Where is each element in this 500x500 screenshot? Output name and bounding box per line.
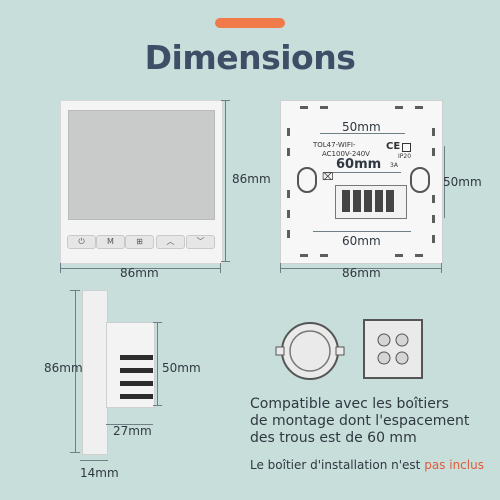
wheelie-bin-icon: ⌧ xyxy=(322,172,334,183)
box-height-line xyxy=(157,322,158,406)
compatibility-description: Compatible avec les boîtiers de montage … xyxy=(250,396,470,446)
dim-tick xyxy=(220,263,221,273)
thermostat-back xyxy=(280,100,443,264)
ip-rating: IP20 xyxy=(398,153,412,160)
front-height-line xyxy=(225,100,226,262)
back-inner-bottom-label: 60mm xyxy=(342,234,381,248)
model-text: TOL47-WIFI- xyxy=(313,141,356,149)
current-text: 3A xyxy=(390,162,398,169)
box-height-label: 50mm xyxy=(162,361,201,375)
back-top-line xyxy=(320,133,405,134)
down-button[interactable]: ﹀ xyxy=(186,235,215,249)
note-highlight: pas inclus xyxy=(424,458,484,472)
wiring-box xyxy=(106,322,155,408)
mount-slot-left xyxy=(297,167,317,193)
back-width-label: 86mm xyxy=(342,266,381,280)
ce-mark: CE xyxy=(386,141,401,152)
front-width-label: 86mm xyxy=(120,266,159,280)
round-mounting-box-icon xyxy=(275,322,345,380)
back-right-line xyxy=(444,146,445,218)
note-prefix: Le boîtier d'installation n'est xyxy=(250,458,421,472)
menu-button[interactable]: ⊞ xyxy=(125,235,154,249)
back-width-line xyxy=(280,268,442,269)
front-width-line xyxy=(60,268,221,269)
power-button[interactable]: ⏻ xyxy=(67,235,96,249)
terminal-spacing-line xyxy=(323,172,401,173)
side-height-label: 86mm xyxy=(44,361,83,375)
lcd-screen xyxy=(68,110,215,220)
installation-note: Le boîtier d'installation n'est pas incl… xyxy=(250,458,484,472)
side-height-line xyxy=(75,290,76,453)
back-inner-bottom-line xyxy=(313,231,411,232)
voltage-text: AC100V-240V xyxy=(322,150,370,158)
up-button[interactable]: ︿ xyxy=(156,235,185,249)
back-right-label: 50mm xyxy=(443,175,482,189)
dim-tick xyxy=(60,263,61,273)
dim-tick xyxy=(221,261,230,262)
thickness-label: 14mm xyxy=(80,466,119,480)
terminal-spacing-label: 60mm xyxy=(336,157,382,172)
box-depth-label: 27mm xyxy=(113,424,152,438)
thermostat-side xyxy=(82,290,108,455)
back-top-label: 50mm xyxy=(342,120,381,134)
box-depth-line xyxy=(106,424,153,425)
page-title: Dimensions xyxy=(144,38,356,77)
dim-tick xyxy=(221,100,230,101)
mode-button[interactable]: M xyxy=(96,235,125,249)
accent-bar xyxy=(215,18,285,28)
front-height-label: 86mm xyxy=(232,172,271,186)
square-mounting-box-icon xyxy=(363,319,423,379)
thickness-line xyxy=(80,460,108,461)
mount-slot-right xyxy=(410,167,430,193)
double-insulation-icon xyxy=(402,143,411,152)
